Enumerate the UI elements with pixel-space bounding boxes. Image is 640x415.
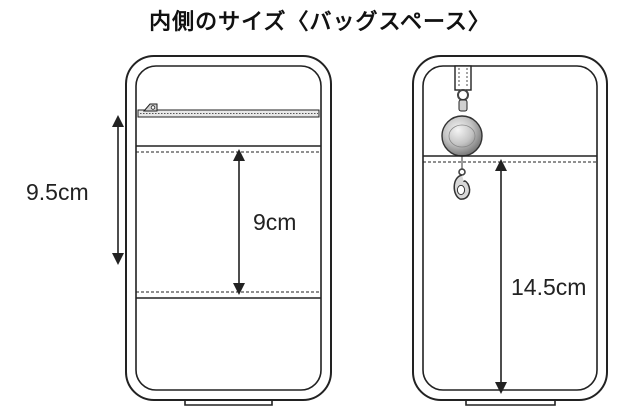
dimension-label-left-inner: 9cm [253,209,296,235]
connector-icon [458,99,468,112]
dimension-label-left-outer: 9.5cm [26,179,89,205]
right-pouch-inner [422,65,598,391]
right-pouch-bottom-tab [465,399,556,406]
reel-icon [441,115,483,157]
left-pouch [125,55,332,406]
dimension-arrow-right [495,159,507,394]
dimension-label-right: 14.5cm [511,274,586,300]
zipper [137,103,320,118]
left-pouch-bottom-tab [184,399,273,406]
dimension-arrow-left-inner [233,149,245,295]
left-pouch-inner [135,65,322,391]
page-title: 内側のサイズ〈バッグスペース〉 [149,10,491,35]
dimension-arrow-left-outer [112,115,124,265]
strap [454,65,472,91]
zipper-pull-icon [142,103,158,112]
lobster-clasp-icon [453,168,471,200]
right-pouch [412,55,608,406]
